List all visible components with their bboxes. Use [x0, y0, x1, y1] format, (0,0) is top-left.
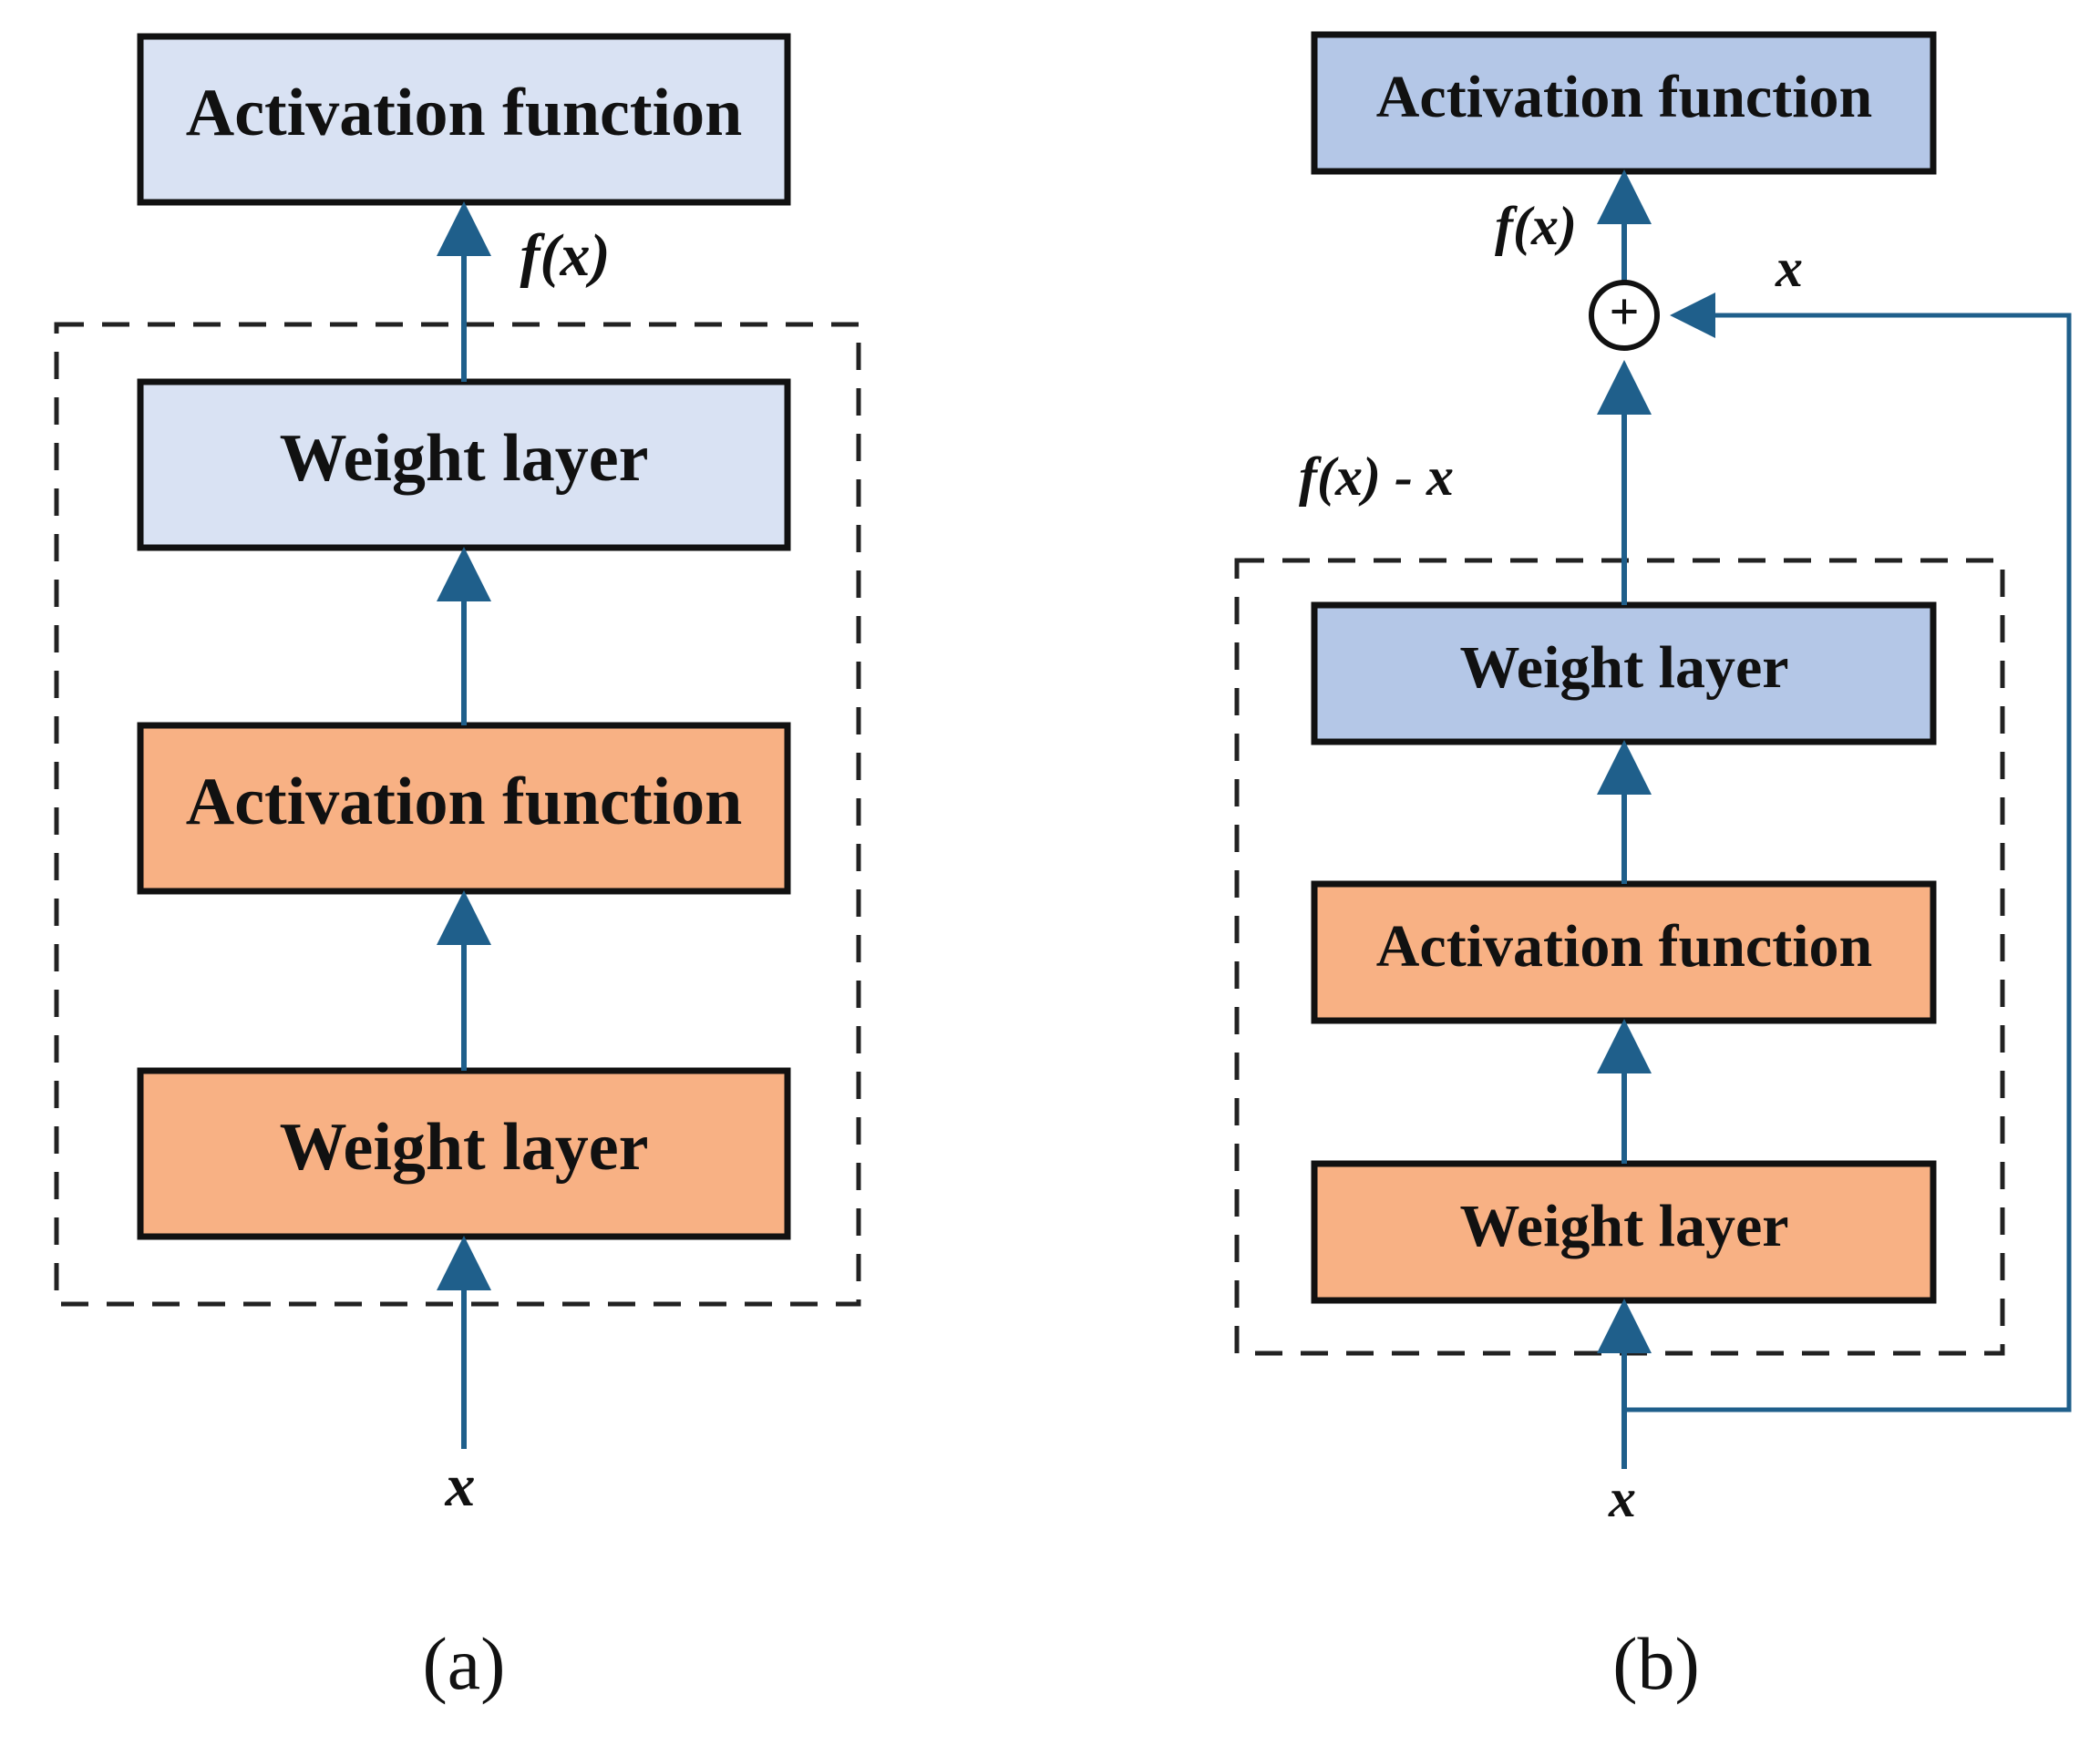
add-symbol: +: [1609, 282, 1639, 341]
output-label-b: f(x): [1495, 196, 1577, 256]
dashed-block-b: [1234, 558, 2005, 1356]
top-activation-box-b: [1311, 31, 1937, 175]
activation-label-a: Activation function: [186, 765, 743, 839]
input-label-b: x: [1608, 1468, 1636, 1528]
add-node: [1589, 280, 1660, 351]
residual-label-b: f(x) - x: [1299, 447, 1454, 507]
weight-layer-1-label-b: Weight layer: [1459, 1193, 1788, 1259]
weight-layer-1-box-b: [1311, 1160, 1937, 1304]
panel-b: Activation function Weight layer Activat…: [1234, 31, 2072, 1705]
skip-connection: [1624, 293, 2072, 1412]
top-activation-label-a: Activation function: [186, 76, 743, 150]
dashed-block-a: [54, 322, 861, 1307]
weight-layer-2-label-b: Weight layer: [1459, 634, 1788, 701]
weight-layer-2-box-a: [137, 378, 791, 551]
caption-b: (b): [1612, 1622, 1700, 1705]
weight-layer-1-label-a: Weight layer: [280, 1110, 649, 1185]
weight-layer-2-box-b: [1311, 601, 1937, 745]
input-label-a: x: [445, 1453, 476, 1519]
skip-label-b: x: [1775, 238, 1803, 298]
top-activation-box-a: [137, 33, 791, 206]
top-activation-label-b: Activation function: [1376, 64, 1873, 130]
output-label-a: f(x): [520, 222, 611, 289]
panel-a: Activation function Weight layer Activat…: [54, 33, 861, 1705]
weight-layer-2-label-a: Weight layer: [280, 421, 649, 496]
activation-box-b: [1311, 880, 1937, 1024]
activation-label-b: Activation function: [1376, 913, 1873, 980]
caption-a: (a): [422, 1622, 505, 1705]
